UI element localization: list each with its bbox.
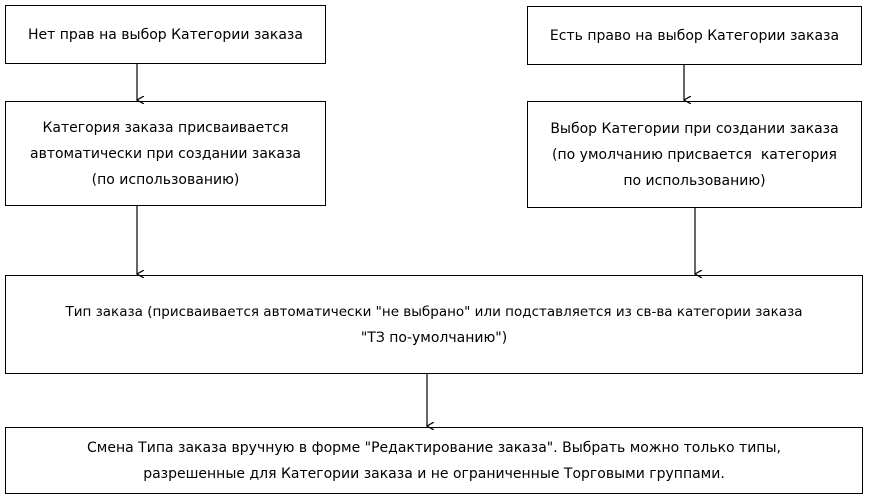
- change-type-line-2: разрешенные для Категории заказа и не ог…: [143, 465, 725, 482]
- no-rights-box: Нет прав на выбор Категории заказа: [5, 5, 326, 64]
- has-rights-box: Есть право на выбор Категории заказа: [527, 6, 862, 65]
- select-category-line-3: по использованию): [623, 172, 766, 189]
- select-category-text: Выбор Категории при создании заказа (по …: [550, 116, 838, 194]
- auto-category-line-2: автоматически при создании заказа: [30, 145, 301, 162]
- select-category-line-1: Выбор Категории при создании заказа: [550, 120, 839, 137]
- change-type-line-1: Смена Типа заказа вручную в форме "Редак…: [87, 439, 781, 456]
- auto-category-line-1: Категория заказа присваивается: [42, 119, 289, 136]
- order-type-line-2: "ТЗ по-умолчанию"): [360, 329, 508, 346]
- order-type-text: Тип заказа (присваивается автоматически …: [65, 299, 802, 351]
- order-type-box: Тип заказа (присваивается автоматически …: [5, 275, 863, 374]
- has-rights-text: Есть право на выбор Категории заказа: [550, 23, 839, 49]
- change-type-box: Смена Типа заказа вручную в форме "Редак…: [5, 427, 863, 494]
- change-type-text: Смена Типа заказа вручную в форме "Редак…: [87, 435, 781, 487]
- select-category-box: Выбор Категории при создании заказа (по …: [527, 101, 862, 208]
- auto-category-text: Категория заказа присваивается автоматич…: [30, 115, 301, 193]
- has-rights-line-1: Есть право на выбор Категории заказа: [549, 27, 840, 44]
- auto-category-box: Категория заказа присваивается автоматич…: [5, 101, 326, 206]
- select-category-line-2: (по умолчанию присвается категория: [552, 146, 837, 163]
- no-rights-text: Нет прав на выбор Категории заказа: [28, 22, 303, 48]
- no-rights-line-1: Нет прав на выбор Категории заказа: [28, 26, 303, 43]
- auto-category-line-3: (по использованию): [91, 171, 240, 188]
- order-type-line-1: Тип заказа (присваивается автоматически …: [65, 303, 803, 320]
